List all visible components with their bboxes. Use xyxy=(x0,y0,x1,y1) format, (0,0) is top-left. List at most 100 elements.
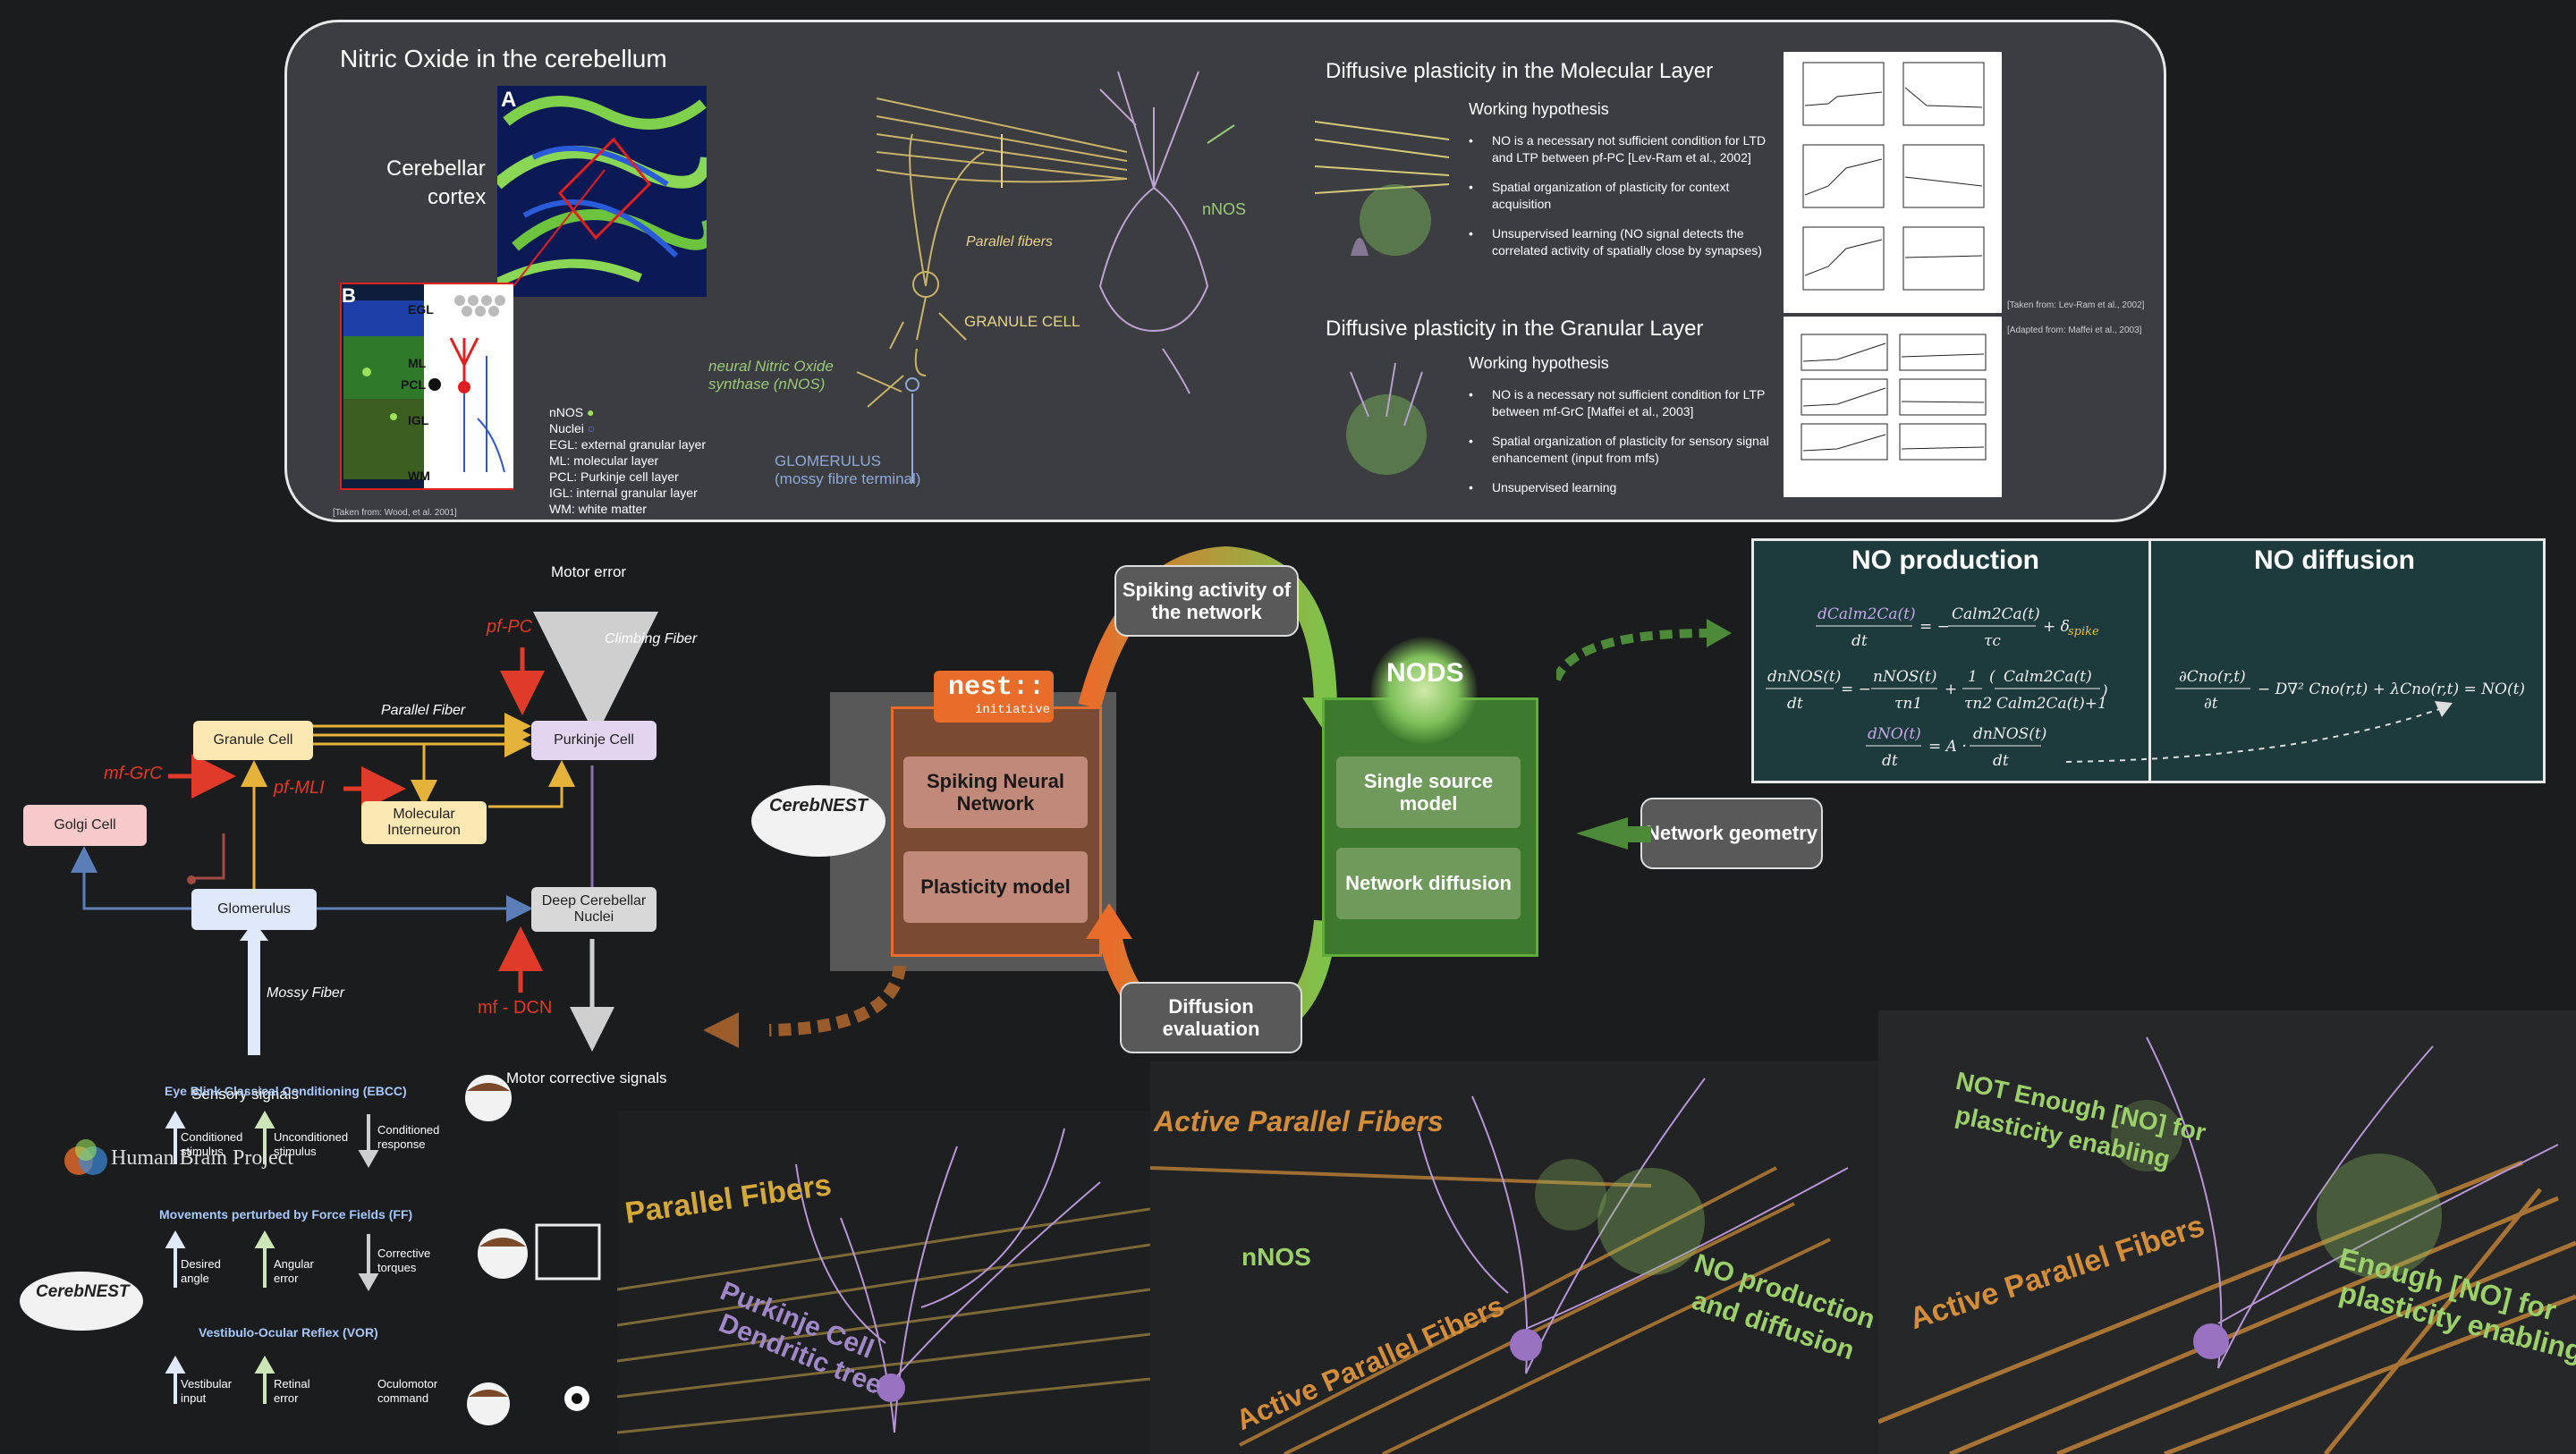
svg-text:Calm2Ca(t): Calm2Ca(t) xyxy=(1952,605,2040,623)
pf-pc-label: pf-PC xyxy=(487,617,533,637)
task-arrows xyxy=(165,1110,379,1404)
legend-wm: WM: white matter xyxy=(549,502,647,516)
ltp-plots xyxy=(1784,52,2002,313)
task-heads xyxy=(465,1075,601,1425)
nest-logo xyxy=(934,671,1054,723)
cerebnest-logo-small xyxy=(20,1272,143,1331)
ebcc-item: Conditioned stimulus xyxy=(181,1130,243,1158)
molecular-bullet: Unsupervised learning (NO signal detects… xyxy=(1469,225,1787,259)
svg-text:+: + xyxy=(1945,681,1957,698)
ff-title: Movements perturbed by Force Fields (FF) xyxy=(159,1207,413,1222)
nods-label: NODS xyxy=(1386,658,1464,688)
svg-text:dCalm2Ca(t): dCalm2Ca(t) xyxy=(1818,605,1916,623)
cerebnest-logo-small-text: CerebNEST xyxy=(36,1282,130,1301)
circuit-arrows xyxy=(71,612,658,1055)
ebcc-title: Eye Blink Classical Conditioning (EBCC) xyxy=(165,1084,407,1098)
svg-text:= −: = − xyxy=(1841,681,1871,698)
molecular-render xyxy=(1315,121,1449,256)
svg-text:dNO(t): dNO(t) xyxy=(1868,725,1921,743)
mf-dcn-label: mf - DCN xyxy=(478,998,553,1018)
molecular-hypothesis: Working hypothesis xyxy=(1469,100,1609,118)
glomerulus-box: Glomerulus xyxy=(191,889,317,930)
cortex-label-1: Cerebellar xyxy=(386,156,486,181)
vor-item: Vestibular input xyxy=(181,1377,233,1405)
sketch-synthase-2: synthase (nNOS) xyxy=(708,376,826,393)
ff-item: Angular error xyxy=(274,1257,314,1285)
svg-text:τn1: τn1 xyxy=(1894,695,1922,713)
layer-egl: EGL xyxy=(408,302,434,317)
svg-text:dnNOS(t): dnNOS(t) xyxy=(1973,725,2046,743)
panel-a-label: A xyxy=(501,88,517,112)
legend-ml: ML: molecular layer xyxy=(549,453,659,468)
molecular-bullets: NO is a necessary not sufficient conditi… xyxy=(1469,132,1787,272)
svg-text:dnNOS(t): dnNOS(t) xyxy=(1767,668,1841,686)
sketch-nnos: nNOS xyxy=(1202,200,1247,218)
render-3 xyxy=(1878,1010,2576,1454)
hbp-logo-icon xyxy=(63,1137,113,1184)
return-arrow xyxy=(703,966,906,1048)
svg-text:): ) xyxy=(2101,682,2108,700)
svg-text:dt: dt xyxy=(1852,632,1868,650)
legend-egl: EGL: external granular layer xyxy=(549,437,707,452)
granular-bullets: NO is a necessary not sufficient conditi… xyxy=(1469,386,1787,509)
svg-text:spike: spike xyxy=(2068,625,2099,638)
no-diffusion-title: NO diffusion xyxy=(2254,545,2415,575)
sketch-glomerulus-2: (mossy fibre terminal) xyxy=(775,470,921,487)
spiking-activity-box: Spiking activity of the network xyxy=(1114,565,1299,637)
molecular-bullet: NO is a necessary not sufficient conditi… xyxy=(1469,132,1787,166)
render2-active-fibers-top: Active Parallel Fibers xyxy=(1154,1105,1444,1137)
svg-text:Calm2Ca(t): Calm2Ca(t) xyxy=(2004,668,2092,686)
dcn-box: Deep Cerebellar Nuclei xyxy=(531,887,657,932)
ebcc-item: Unconditioned stimulus xyxy=(274,1130,349,1158)
layer-schematic xyxy=(424,284,513,488)
pf-mli-label: pf-MLI xyxy=(274,778,325,798)
layer-ml: ML xyxy=(408,356,427,370)
climbing-fiber-label: Climbing Fiber xyxy=(605,631,698,647)
panel-b-label: B xyxy=(342,284,356,307)
vor-item: Oculomotor command xyxy=(377,1377,438,1405)
vor-title: Vestibulo-Ocular Reflex (VOR) xyxy=(199,1325,378,1340)
vor-item: Retinal error xyxy=(274,1377,310,1405)
svg-text:τn2: τn2 xyxy=(1964,695,1992,713)
ff-item: Desired angle xyxy=(181,1257,221,1285)
svg-text:= A ·: = A · xyxy=(1928,738,1967,756)
sketch-glomerulus-1: GLOMERULUS xyxy=(775,452,882,469)
equations-divider xyxy=(2148,540,2151,782)
render2-nnos: nNOS xyxy=(1241,1243,1311,1271)
granular-title: Diffusive plasticity in the Granular Lay… xyxy=(1326,317,1704,341)
render-1 xyxy=(617,1111,1150,1454)
cerebnest-logo-text: CerebNEST xyxy=(769,796,869,816)
single-source-box: Single source model xyxy=(1336,757,1521,828)
svg-text:dt: dt xyxy=(1787,695,1803,713)
zoom-lines xyxy=(513,169,606,287)
granular-bullet: NO is a necessary not sufficient conditi… xyxy=(1469,386,1787,420)
motor-corrective: Motor corrective signals xyxy=(506,1069,667,1086)
legend-nnos: nNOS ● xyxy=(549,405,595,419)
sketch-synthase-1: neural Nitric Oxide xyxy=(708,358,834,375)
sketch-parallel-fibers: Parallel fibers xyxy=(966,234,1053,249)
molecular-bullet: Spatial organization of plasticity for c… xyxy=(1469,179,1787,213)
neuron-sketch xyxy=(856,71,1235,483)
svg-text:Calm2Ca(t)+1: Calm2Ca(t)+1 xyxy=(1996,695,2107,713)
legend-nuclei: Nuclei ○ xyxy=(549,421,596,435)
svg-text:+ δ: + δ xyxy=(2043,618,2070,636)
network-geometry-box: Network geometry xyxy=(1640,798,1823,869)
ff-item: Corrective torques xyxy=(377,1247,431,1274)
spiking-nn-box: Spiking Neural Network xyxy=(903,757,1088,828)
motor-error: Motor error xyxy=(551,563,627,580)
citation-maffei: [Adapted from: Maffei et al., 2003] xyxy=(2007,325,2142,335)
nest-logo-text: nest:: xyxy=(948,672,1046,703)
sketch-granule-cell: GRANULE CELL xyxy=(964,313,1080,330)
granular-bullet: Spatial organization of plasticity for s… xyxy=(1469,433,1787,467)
svg-text:τc: τc xyxy=(1984,632,2001,650)
mossy-fiber-label: Mossy Fiber xyxy=(267,985,345,1001)
maffei-plots xyxy=(1784,317,2002,497)
mf-grc-label: mf-GrC xyxy=(104,764,163,783)
svg-text:− D∇² Cno(r,t) + λCno(r,t) = N: − D∇² Cno(r,t) + λCno(r,t) = NO(t) xyxy=(2258,681,2525,698)
granular-render xyxy=(1346,362,1427,475)
cerebnest-logo xyxy=(751,785,886,857)
legend-igl: IGL: internal granular layer xyxy=(549,486,698,500)
legend: nNOS ● Nuclei ○ EGL: external granular l… xyxy=(549,404,706,517)
svg-text:∂Cno(r,t): ∂Cno(r,t) xyxy=(2179,668,2246,686)
svg-text:= −: = − xyxy=(1919,618,1950,636)
